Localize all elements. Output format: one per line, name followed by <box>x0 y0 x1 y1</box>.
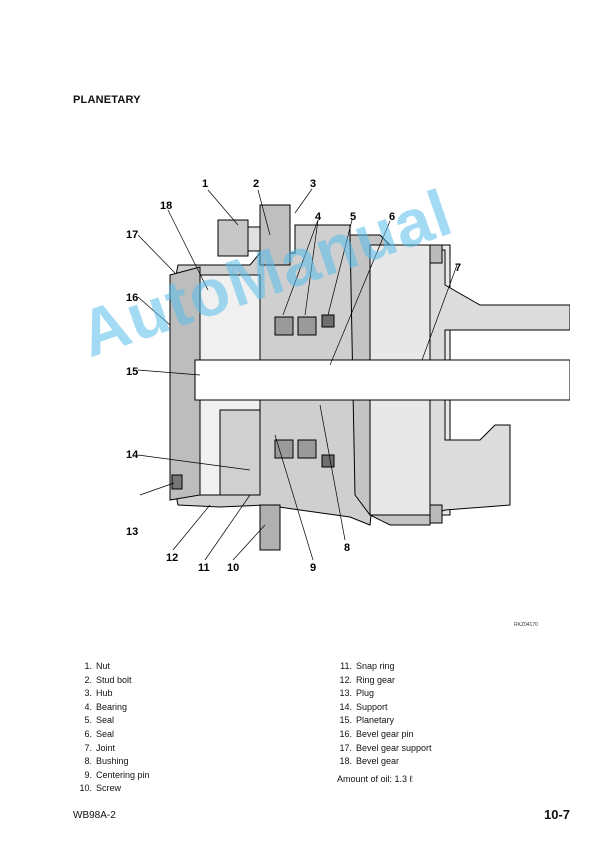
parts-legend-left: 1.Nut 2.Stud bolt 3.Hub 4.Bearing 5.Seal… <box>77 660 150 796</box>
legend-item: 4.Bearing <box>84 701 128 712</box>
legend-item: 9.Centering pin <box>84 769 150 780</box>
callout-4: 4 <box>315 211 322 223</box>
legend-item: 18.Bevel gear <box>339 756 400 767</box>
legend-item: 11.Snap ring <box>340 661 395 671</box>
callout-13: 13 <box>126 526 138 538</box>
callout-8: 8 <box>344 542 350 554</box>
legend-item: 13.Plug <box>339 688 375 699</box>
legend-item: 3.Hub <box>84 688 113 699</box>
callout-15: 15 <box>126 366 138 378</box>
callout-10: 10 <box>227 562 239 574</box>
callout-9: 9 <box>310 562 316 574</box>
callout-7: 7 <box>455 262 461 274</box>
page-title: PLANETARY <box>73 94 141 106</box>
oil-amount: Amount of oil: 1.3 ℓ <box>337 773 413 784</box>
callout-11: 11 <box>198 562 210 574</box>
legend-item: 17.Bevel gear support <box>339 742 432 753</box>
callout-1: 1 <box>202 178 208 190</box>
legend-item: 6.Seal <box>84 728 115 739</box>
figure-ref-code: RKZ04170 <box>514 622 538 628</box>
callout-14: 14 <box>126 449 139 461</box>
legend-item: 16.Bevel gear pin <box>339 728 414 739</box>
legend-item: 5.Seal <box>84 715 115 726</box>
callout-3: 3 <box>310 178 316 190</box>
legend-item: 8.Bushing <box>84 756 129 767</box>
callout-12: 12 <box>166 552 178 564</box>
legend-item: 10.Screw <box>79 783 122 794</box>
callout-5: 5 <box>350 211 356 223</box>
legend-item: 1.Nut <box>84 661 111 671</box>
planetary-cross-section-diagram: 1 2 3 4 5 6 7 8 9 10 11 12 13 14 15 16 1… <box>126 178 570 574</box>
legend-item: 7.Joint <box>84 742 116 753</box>
callout-16: 16 <box>126 292 138 304</box>
callout-6: 6 <box>389 211 395 223</box>
legend-item: 2.Stud bolt <box>84 674 132 685</box>
callout-2: 2 <box>253 178 259 190</box>
legend-item: 14.Support <box>339 701 388 712</box>
callout-18: 18 <box>160 200 172 212</box>
legend-item: 15.Planetary <box>339 715 395 726</box>
legend-item: 12.Ring gear <box>339 674 396 685</box>
callout-17: 17 <box>126 229 138 241</box>
parts-legend-right: 11.Snap ring 12.Ring gear 13.Plug 14.Sup… <box>337 660 432 786</box>
page-number: 10-7 <box>544 807 571 822</box>
footer-model: WB98A-2 <box>73 810 116 821</box>
